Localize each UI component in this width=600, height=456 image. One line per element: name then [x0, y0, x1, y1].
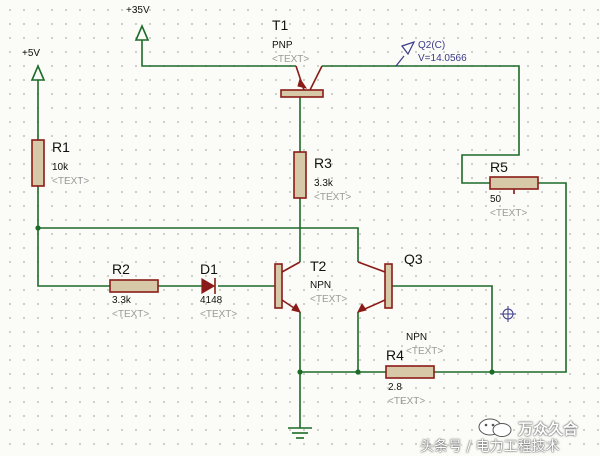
- resistor-r5-body: [489, 176, 539, 190]
- power-5v-terminal: [30, 63, 46, 81]
- label-r4-ref: R4: [386, 347, 404, 363]
- transistor-t1-symbol: [280, 65, 324, 98]
- label-t1-type: PNP: [272, 40, 293, 51]
- label-probe-name: Q2(C): [418, 40, 445, 51]
- ground-symbol: [288, 427, 312, 439]
- label-r4-text: <TEXT>: [388, 396, 425, 407]
- label-d1-ref: D1: [200, 261, 218, 277]
- power-35v-terminal: [134, 23, 150, 41]
- label-r3-text: <TEXT>: [314, 192, 351, 203]
- junctions: [35, 225, 495, 375]
- resistor-r1-body: [31, 139, 45, 187]
- resistor-r4-body: [385, 365, 435, 379]
- label-t2-type: NPN: [310, 280, 331, 291]
- watermark-source: 头条号 / 电力工程技术: [420, 439, 560, 455]
- label-r5-value: 50: [490, 194, 502, 205]
- label-r1-text: <TEXT>: [52, 176, 89, 187]
- diode-d1-symbol: [201, 277, 216, 295]
- label-r1-value: 10k: [52, 162, 69, 173]
- junction-q3-emitter: [355, 369, 361, 375]
- label-5v: +5V: [22, 48, 40, 59]
- label-q3-text: <TEXT>: [406, 346, 443, 357]
- label-35v: +35V: [126, 5, 150, 16]
- label-probe-reading: V=14.0566: [418, 53, 467, 64]
- label-t1-ref: T1: [272, 17, 289, 33]
- junction-t2-emitter: [297, 369, 303, 375]
- wire-q3-base: [392, 285, 493, 372]
- label-t1-text: <TEXT>: [272, 54, 309, 65]
- label-r2-ref: R2: [112, 261, 130, 277]
- wire-node-q3: [38, 227, 359, 262]
- resistor-r2-body: [109, 279, 159, 293]
- wires: [37, 40, 567, 428]
- transistor-q3-symbol: [357, 261, 393, 313]
- junction-r4-right: [489, 369, 495, 375]
- label-r2-value: 3.3k: [112, 295, 132, 306]
- label-r5-ref: R5: [490, 159, 508, 175]
- label-r2-text: <TEXT>: [112, 309, 149, 320]
- label-r4-value: 2.8: [388, 382, 402, 393]
- voltage-probe-symbol: [395, 40, 416, 67]
- junction-r1: [35, 225, 41, 231]
- crosshair-cursor-icon: [500, 306, 516, 322]
- label-r1-ref: R1: [52, 139, 70, 155]
- label-q3-type: NPN: [406, 332, 427, 343]
- label-r3-ref: R3: [314, 155, 332, 171]
- wire-35v: [141, 40, 296, 67]
- label-t2-text: <TEXT>: [310, 294, 347, 305]
- wechat-logo-icon: [478, 418, 512, 437]
- label-q3-ref: Q3: [404, 251, 423, 267]
- resistor-r3-body: [293, 151, 307, 199]
- label-r5-text: <TEXT>: [490, 208, 527, 219]
- label-r3-value: 3.3k: [314, 178, 334, 189]
- label-d1-text: <TEXT>: [200, 309, 237, 320]
- label-d1-value: 4148: [200, 295, 223, 306]
- watermark-brand: 万众久合: [518, 420, 579, 438]
- wire-t1-collector: [322, 65, 520, 184]
- transistor-t2-symbol: [274, 261, 301, 313]
- wire-r1-r2: [37, 186, 110, 287]
- wire-r4-r5: [434, 182, 567, 373]
- label-t2-ref: T2: [310, 258, 327, 274]
